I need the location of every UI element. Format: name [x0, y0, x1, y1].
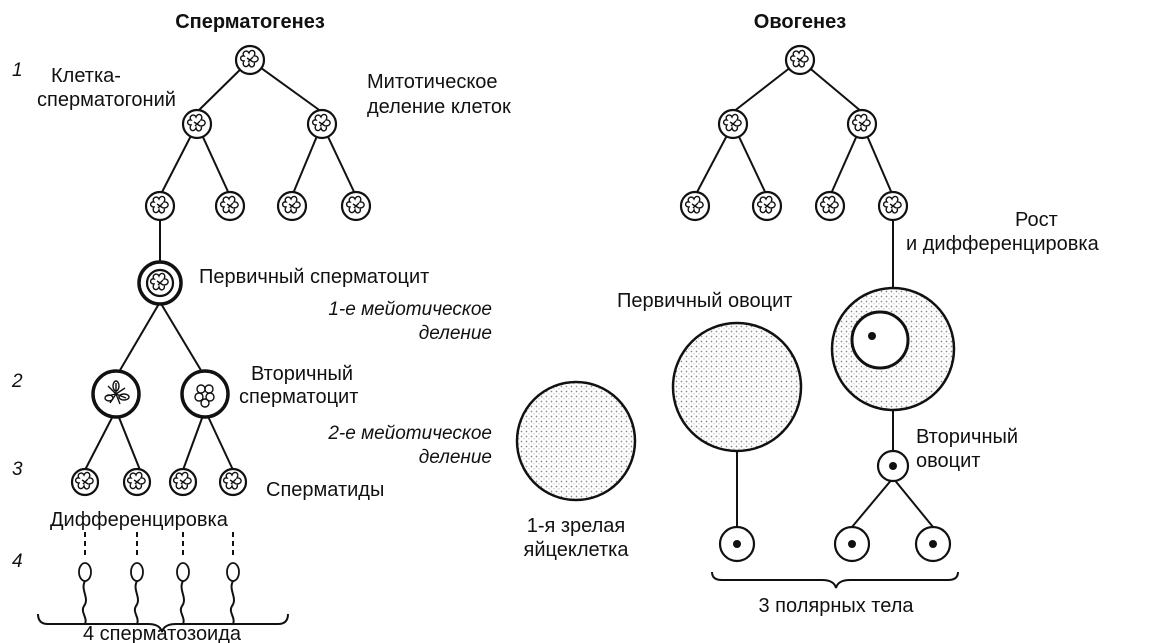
- polar-body-b: [833, 525, 871, 563]
- spermatid-cell-d: [218, 467, 248, 497]
- oogonium-cell-l3a: [679, 190, 711, 222]
- spermatozoon-c: [176, 562, 190, 625]
- oogonium-cell-l2a: [717, 108, 749, 140]
- spermatozoon-b: [130, 562, 144, 625]
- meiosis1-label-line1: 1-е мейотическое: [328, 299, 492, 320]
- growth-label-line1: Рост: [1015, 209, 1058, 231]
- oogonium-cell-l2b: [846, 108, 878, 140]
- spermatogonium-label-line1: Клетка-: [51, 65, 121, 87]
- meiosis1-label-line2: деление: [419, 323, 492, 344]
- oogonium-cell-l3c: [814, 190, 846, 222]
- growing-oocyte-cell: [830, 286, 956, 412]
- sperm-count-label: 4 сперматозоида: [83, 623, 242, 643]
- polar-body-brace: [711, 571, 959, 589]
- spermatid-cell-a: [70, 467, 100, 497]
- spermatogonium-cell-l3c: [276, 190, 308, 222]
- secondary-oocyte-cell: [876, 449, 910, 483]
- stage-number-4: 4: [12, 551, 23, 572]
- mitotic-label-line1: Митотическое: [367, 71, 498, 93]
- mitotic-label-line2: деление клеток: [367, 96, 511, 118]
- stage-number-2: 2: [11, 371, 23, 392]
- meiosis2-label-line1: 2-е мейотическое: [327, 423, 492, 444]
- secondary-spermatocyte-cell-b: [180, 369, 230, 419]
- spermatogonium-cell-l2a: [181, 108, 213, 140]
- polar-body-c: [914, 525, 952, 563]
- spermatozoon-a: [78, 562, 92, 625]
- mature-egg-cell: [515, 380, 637, 502]
- primary-spermatocyte-cell: [137, 260, 183, 306]
- spermatogonium-cell-top: [234, 44, 266, 76]
- stage-number-3: 3: [12, 459, 23, 480]
- oogonium-cell-l3d: [877, 190, 909, 222]
- mature-egg-label-line1: 1-я зрелая: [527, 515, 626, 537]
- spermatogenesis-title: Сперматогенез: [175, 11, 325, 33]
- spermatid-cell-b: [122, 467, 152, 497]
- primary-oocyte-label: Первичный овоцит: [617, 290, 792, 312]
- mature-egg-label-line2: яйцеклетка: [524, 539, 630, 561]
- spermatogonium-cell-l3b: [214, 190, 246, 222]
- spermatozoon-d: [226, 562, 240, 625]
- spermatogonium-cell-l2b: [306, 108, 338, 140]
- polar-body-a: [718, 525, 756, 563]
- oogenesis-title: Овогенез: [754, 11, 846, 33]
- spermatid-cell-c: [168, 467, 198, 497]
- stage-number-1: 1: [12, 60, 23, 81]
- oogonium-cell-top: [784, 44, 816, 76]
- spermatogonium-cell-l3d: [340, 190, 372, 222]
- secondary-spermatocyte-cell-a: [91, 369, 141, 419]
- spermatids-label: Сперматиды: [266, 479, 384, 501]
- spermatogonium-label-line2: сперматогоний: [37, 89, 176, 111]
- secondary-oocyte-label-line1: Вторичный: [916, 426, 1018, 448]
- primary-spermatocyte-label: Первичный сперматоцит: [199, 266, 429, 288]
- spermatogonium-cell-l3a: [144, 190, 176, 222]
- growth-label-line2: и дифференцировка: [906, 233, 1100, 255]
- secondary-spermatocyte-label-line2: сперматоцит: [239, 386, 358, 408]
- sperm-brace: [37, 613, 289, 633]
- differentiation-label: Дифференцировка: [50, 509, 229, 531]
- meiosis2-label-line2: деление: [419, 447, 492, 468]
- oogonium-cell-l3b: [751, 190, 783, 222]
- secondary-oocyte-label-line2: овоцит: [916, 450, 980, 472]
- polar-bodies-label: 3 полярных тела: [759, 595, 915, 617]
- secondary-spermatocyte-label-line1: Вторичный: [251, 363, 353, 385]
- primary-oocyte-cell: [671, 321, 803, 453]
- oogenesis-tree-lines: [694, 59, 934, 528]
